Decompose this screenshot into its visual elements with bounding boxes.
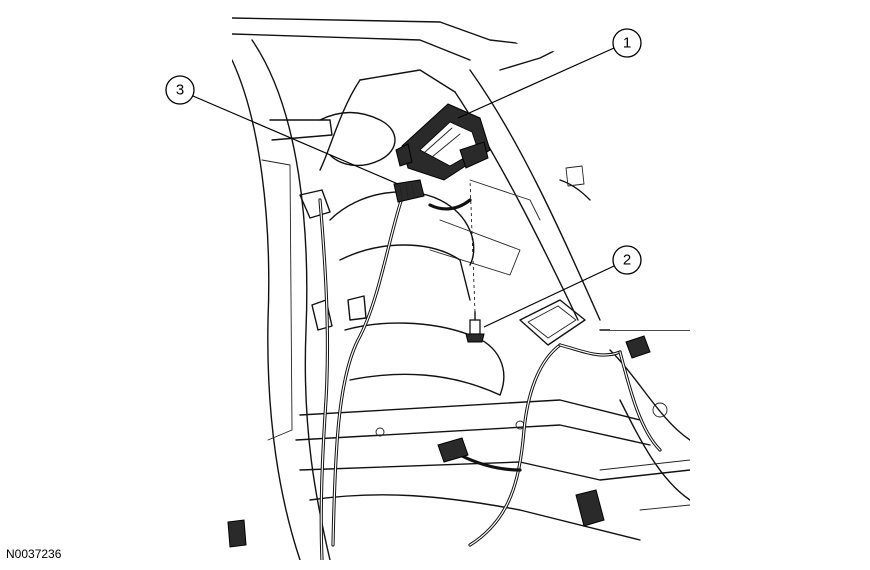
vehicle-body-structure xyxy=(232,17,690,560)
mounting-bolt xyxy=(465,179,485,343)
electrical-connector xyxy=(393,179,425,203)
wiring-harness xyxy=(318,190,662,560)
callout-3: 3 xyxy=(165,75,399,185)
module-assembly xyxy=(395,103,491,181)
callout-1: 1 xyxy=(457,28,642,119)
callout-3-label: 3 xyxy=(176,82,184,99)
harness-connector xyxy=(227,335,651,548)
callout-2-label: 2 xyxy=(623,252,631,269)
callout-2: 2 xyxy=(483,245,642,328)
figure-id: N0037236 xyxy=(6,547,62,561)
callout-1-label: 1 xyxy=(623,35,631,52)
